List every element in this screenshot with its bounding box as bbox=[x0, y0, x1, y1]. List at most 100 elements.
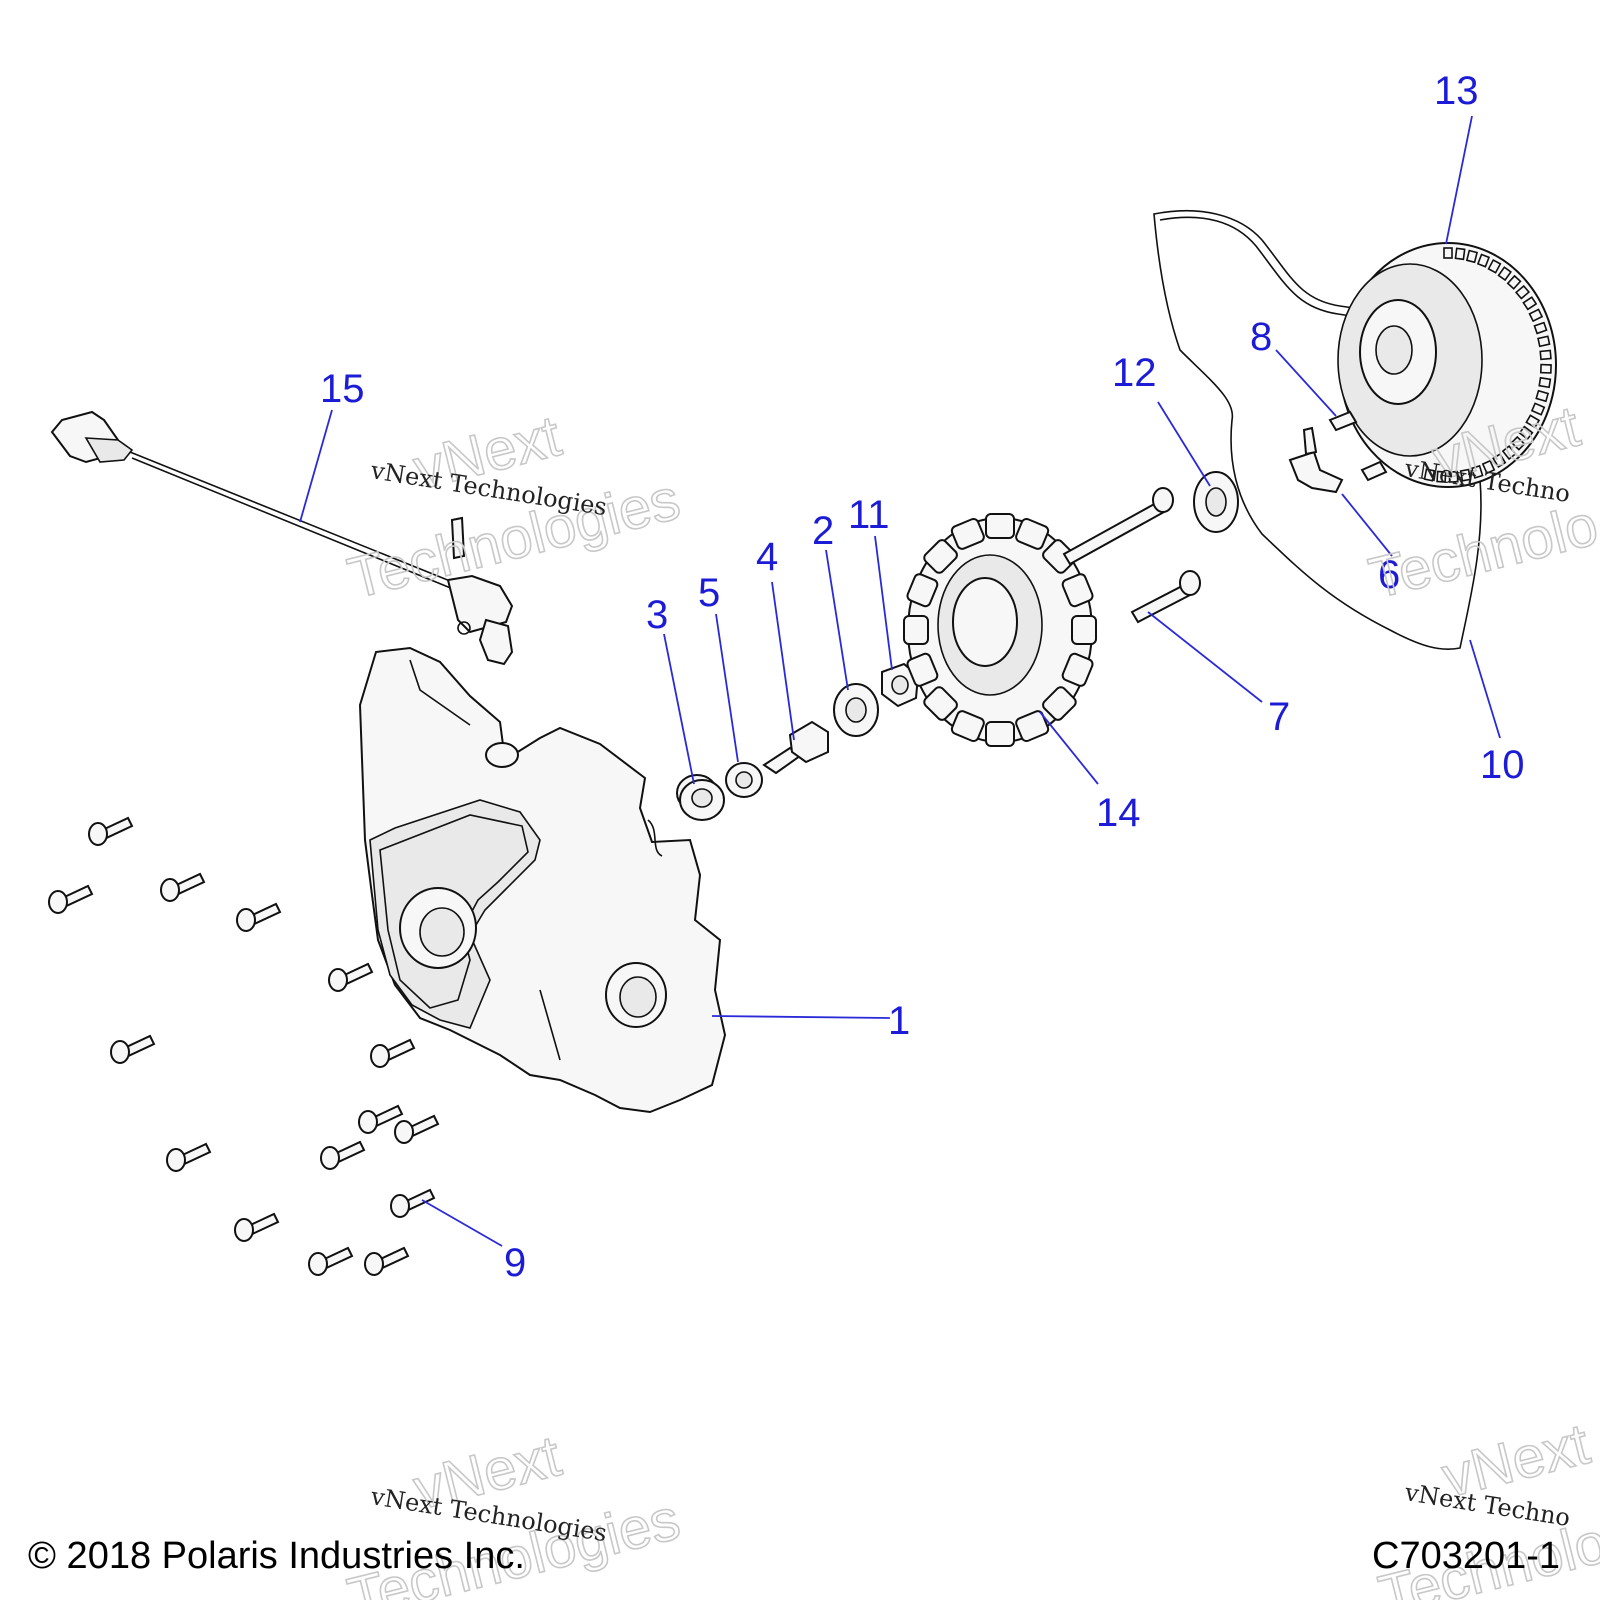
part-3-grommet bbox=[676, 774, 725, 821]
flywheel-slot bbox=[1487, 258, 1502, 274]
callout-2: 2 bbox=[812, 509, 834, 553]
stator-tooth bbox=[906, 573, 939, 608]
flywheel-slot bbox=[1423, 468, 1436, 482]
stator-tooth bbox=[1042, 686, 1077, 721]
callout-labels: 1 2 3 4 5 6 7 8 9 10 11 12 13 14 15 bbox=[320, 69, 1525, 1285]
leader-5 bbox=[715, 613, 739, 763]
leader-12 bbox=[1157, 401, 1211, 487]
stator-tooth bbox=[1061, 652, 1094, 687]
bolt bbox=[234, 1212, 280, 1242]
copyright-text: © 2018 Polaris Industries Inc. bbox=[28, 1535, 525, 1577]
flywheel-slot bbox=[1470, 464, 1484, 479]
stator-tooth bbox=[985, 513, 1015, 539]
part-8-screws bbox=[1328, 410, 1388, 482]
stator-tooth bbox=[1042, 539, 1077, 574]
bolt bbox=[160, 872, 206, 902]
flywheel-slot bbox=[1476, 253, 1491, 268]
bolt bbox=[390, 1188, 436, 1218]
flywheel-slot bbox=[1530, 402, 1546, 416]
flywheel-slot bbox=[1525, 414, 1541, 429]
stator-tooth bbox=[1071, 615, 1097, 645]
flywheel-slot bbox=[1533, 321, 1548, 335]
flywheel-slot bbox=[1537, 335, 1551, 348]
stator-tooth bbox=[906, 652, 939, 687]
callout-7: 7 bbox=[1268, 695, 1290, 739]
leader-2 bbox=[825, 549, 849, 691]
flywheel-slot bbox=[1501, 445, 1517, 461]
callout-6: 6 bbox=[1378, 553, 1400, 597]
stator-tooth bbox=[1015, 518, 1050, 550]
stator-tooth bbox=[985, 721, 1015, 747]
bolt bbox=[320, 1140, 366, 1170]
flywheel-slot bbox=[1506, 274, 1522, 290]
flywheel-slot bbox=[1535, 389, 1550, 403]
bolt bbox=[394, 1114, 440, 1144]
flywheel-slot bbox=[1448, 470, 1459, 483]
stator-tooth bbox=[1061, 573, 1094, 608]
part-15-speed-sensor bbox=[50, 410, 514, 666]
flywheel-slot bbox=[1492, 453, 1507, 468]
bolt bbox=[370, 1038, 416, 1068]
part-13-flywheel bbox=[1337, 242, 1557, 488]
callout-9: 9 bbox=[504, 1241, 526, 1285]
flywheel-slot bbox=[1514, 284, 1531, 300]
leader-7 bbox=[1147, 611, 1263, 703]
drawing-number: C703201-1 bbox=[1372, 1535, 1560, 1577]
callout-3: 3 bbox=[646, 593, 668, 637]
bolt bbox=[88, 816, 134, 846]
stator-tooth bbox=[923, 539, 958, 574]
part-9-bolts bbox=[48, 816, 440, 1276]
stator-tooth bbox=[903, 615, 929, 645]
flywheel-slot bbox=[1443, 247, 1453, 259]
callout-13: 13 bbox=[1434, 69, 1479, 113]
bolt bbox=[308, 1246, 354, 1276]
leader-3 bbox=[663, 633, 695, 785]
part-6-bracket bbox=[1288, 426, 1344, 494]
leader-9 bbox=[421, 1199, 503, 1247]
stator-tooth bbox=[950, 518, 985, 550]
stator-tooth bbox=[1015, 710, 1050, 742]
leader-6 bbox=[1341, 493, 1393, 557]
leader-14 bbox=[1039, 711, 1099, 785]
leader-15 bbox=[299, 409, 333, 523]
flywheel-slot bbox=[1518, 425, 1534, 441]
leader-lines bbox=[299, 115, 1501, 1247]
part-2-spacer bbox=[833, 683, 879, 737]
flywheel-slot bbox=[1436, 470, 1447, 483]
callout-5: 5 bbox=[698, 571, 720, 615]
flywheel-slot bbox=[1528, 308, 1544, 323]
callout-8: 8 bbox=[1250, 315, 1272, 359]
leader-13 bbox=[1445, 115, 1473, 245]
callout-1: 1 bbox=[888, 999, 910, 1043]
flywheel-slot bbox=[1539, 363, 1552, 374]
bolt bbox=[48, 884, 94, 914]
part-12-washer bbox=[1193, 471, 1239, 533]
leader-10 bbox=[1469, 639, 1501, 739]
leader-8 bbox=[1275, 349, 1337, 417]
bolt bbox=[236, 902, 282, 932]
part-14-stator bbox=[903, 513, 1097, 747]
bolt bbox=[110, 1034, 156, 1064]
flywheel-slot bbox=[1481, 459, 1496, 475]
stator-tooth bbox=[950, 710, 985, 742]
part-1-housing bbox=[358, 646, 727, 1114]
bolt bbox=[166, 1142, 212, 1172]
flywheel-slot bbox=[1539, 349, 1552, 361]
callout-15: 15 bbox=[320, 367, 365, 411]
callout-10: 10 bbox=[1480, 743, 1525, 787]
callout-4: 4 bbox=[756, 535, 778, 579]
flywheel-slot bbox=[1459, 468, 1472, 482]
leader-4 bbox=[771, 581, 795, 741]
flywheel-slot bbox=[1454, 247, 1466, 261]
part-4-pin bbox=[762, 720, 829, 775]
flywheel-slot bbox=[1522, 296, 1538, 311]
callout-11: 11 bbox=[848, 493, 890, 537]
callout-14: 14 bbox=[1096, 791, 1141, 835]
leader-1 bbox=[711, 1015, 891, 1019]
flywheel-slot bbox=[1510, 435, 1526, 451]
part-7-bolts bbox=[1062, 487, 1201, 624]
leader-11 bbox=[874, 535, 893, 671]
bolt bbox=[328, 962, 374, 992]
stator-tooth bbox=[923, 686, 958, 721]
